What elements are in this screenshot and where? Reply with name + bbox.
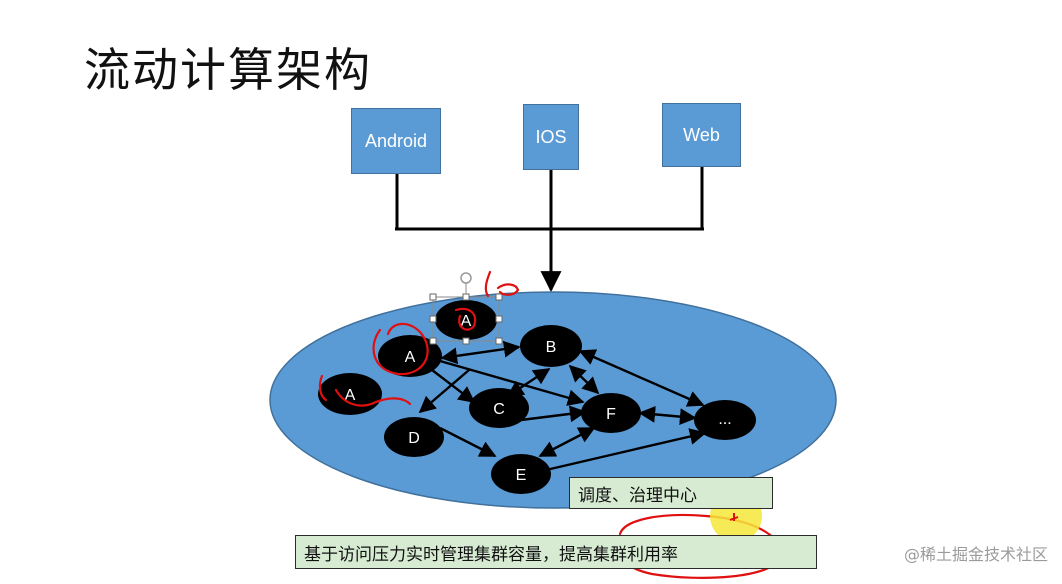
edge-f-e xyxy=(538,426,596,458)
bottom-text: 基于访问压力实时管理集群容量，提高集群利用率 xyxy=(304,544,678,565)
annotation-stroke-1 xyxy=(484,270,492,298)
annotation-circle-top xyxy=(454,307,477,331)
edge-c-f xyxy=(512,405,587,423)
node-c-label: C xyxy=(493,401,505,418)
node-more-label: ... xyxy=(718,411,731,428)
selection-handles[interactable] xyxy=(429,272,503,345)
client-android-label: Android xyxy=(364,130,428,151)
scheduler-box[interactable]: 调度、治理中心 xyxy=(569,477,773,509)
annotation-stroke-4 xyxy=(334,388,412,407)
node-f[interactable]: F xyxy=(581,393,641,433)
page-title: 流动计算架构 xyxy=(84,43,372,97)
edge-a-d xyxy=(418,369,470,414)
node-d-label: D xyxy=(408,430,420,447)
node-a-top[interactable]: A xyxy=(435,300,497,340)
node-c[interactable]: C xyxy=(469,388,529,428)
client-ios[interactable]: IOS xyxy=(523,104,579,170)
annotation-stroke-3 xyxy=(318,374,328,402)
annotation-circle-mid xyxy=(372,322,429,376)
scheduler-label: 调度、治理中心 xyxy=(578,485,697,506)
bottom-text-box[interactable]: 基于访问压力实时管理集群容量，提高集群利用率 xyxy=(295,535,817,569)
edge-e-more xyxy=(545,428,707,472)
edge-b-more xyxy=(578,349,705,407)
node-f-label: F xyxy=(606,406,616,423)
node-a-mid-label: A xyxy=(405,349,416,366)
cluster-nodes: A A A B C D F xyxy=(318,300,756,494)
client-connectors xyxy=(395,167,704,293)
client-web[interactable]: Web xyxy=(662,103,741,167)
node-e-label: E xyxy=(516,467,527,484)
client-ios-label: IOS xyxy=(535,126,567,147)
node-more[interactable]: ... xyxy=(694,400,756,440)
edge-f-more xyxy=(638,406,697,425)
rotate-handle-icon[interactable] xyxy=(460,272,472,284)
edge-a-c xyxy=(431,369,476,404)
node-a-left-label: A xyxy=(345,387,356,404)
watermark: @稀土掘金技术社区 xyxy=(903,545,1048,564)
client-web-label: Web xyxy=(683,124,720,145)
edge-a-b xyxy=(440,340,521,365)
node-a-top-label: A xyxy=(461,313,472,330)
annotation-stroke-2 xyxy=(496,283,520,296)
pointer-mark-icon xyxy=(729,513,739,521)
client-android[interactable]: Android xyxy=(351,108,441,174)
node-a-left[interactable]: A xyxy=(318,373,382,415)
edge-d-e xyxy=(439,426,497,458)
cluster-edges xyxy=(418,340,707,472)
node-b[interactable]: B xyxy=(520,325,582,367)
node-e[interactable]: E xyxy=(491,454,551,494)
node-d[interactable]: D xyxy=(384,417,444,457)
node-b-label: B xyxy=(546,339,557,356)
